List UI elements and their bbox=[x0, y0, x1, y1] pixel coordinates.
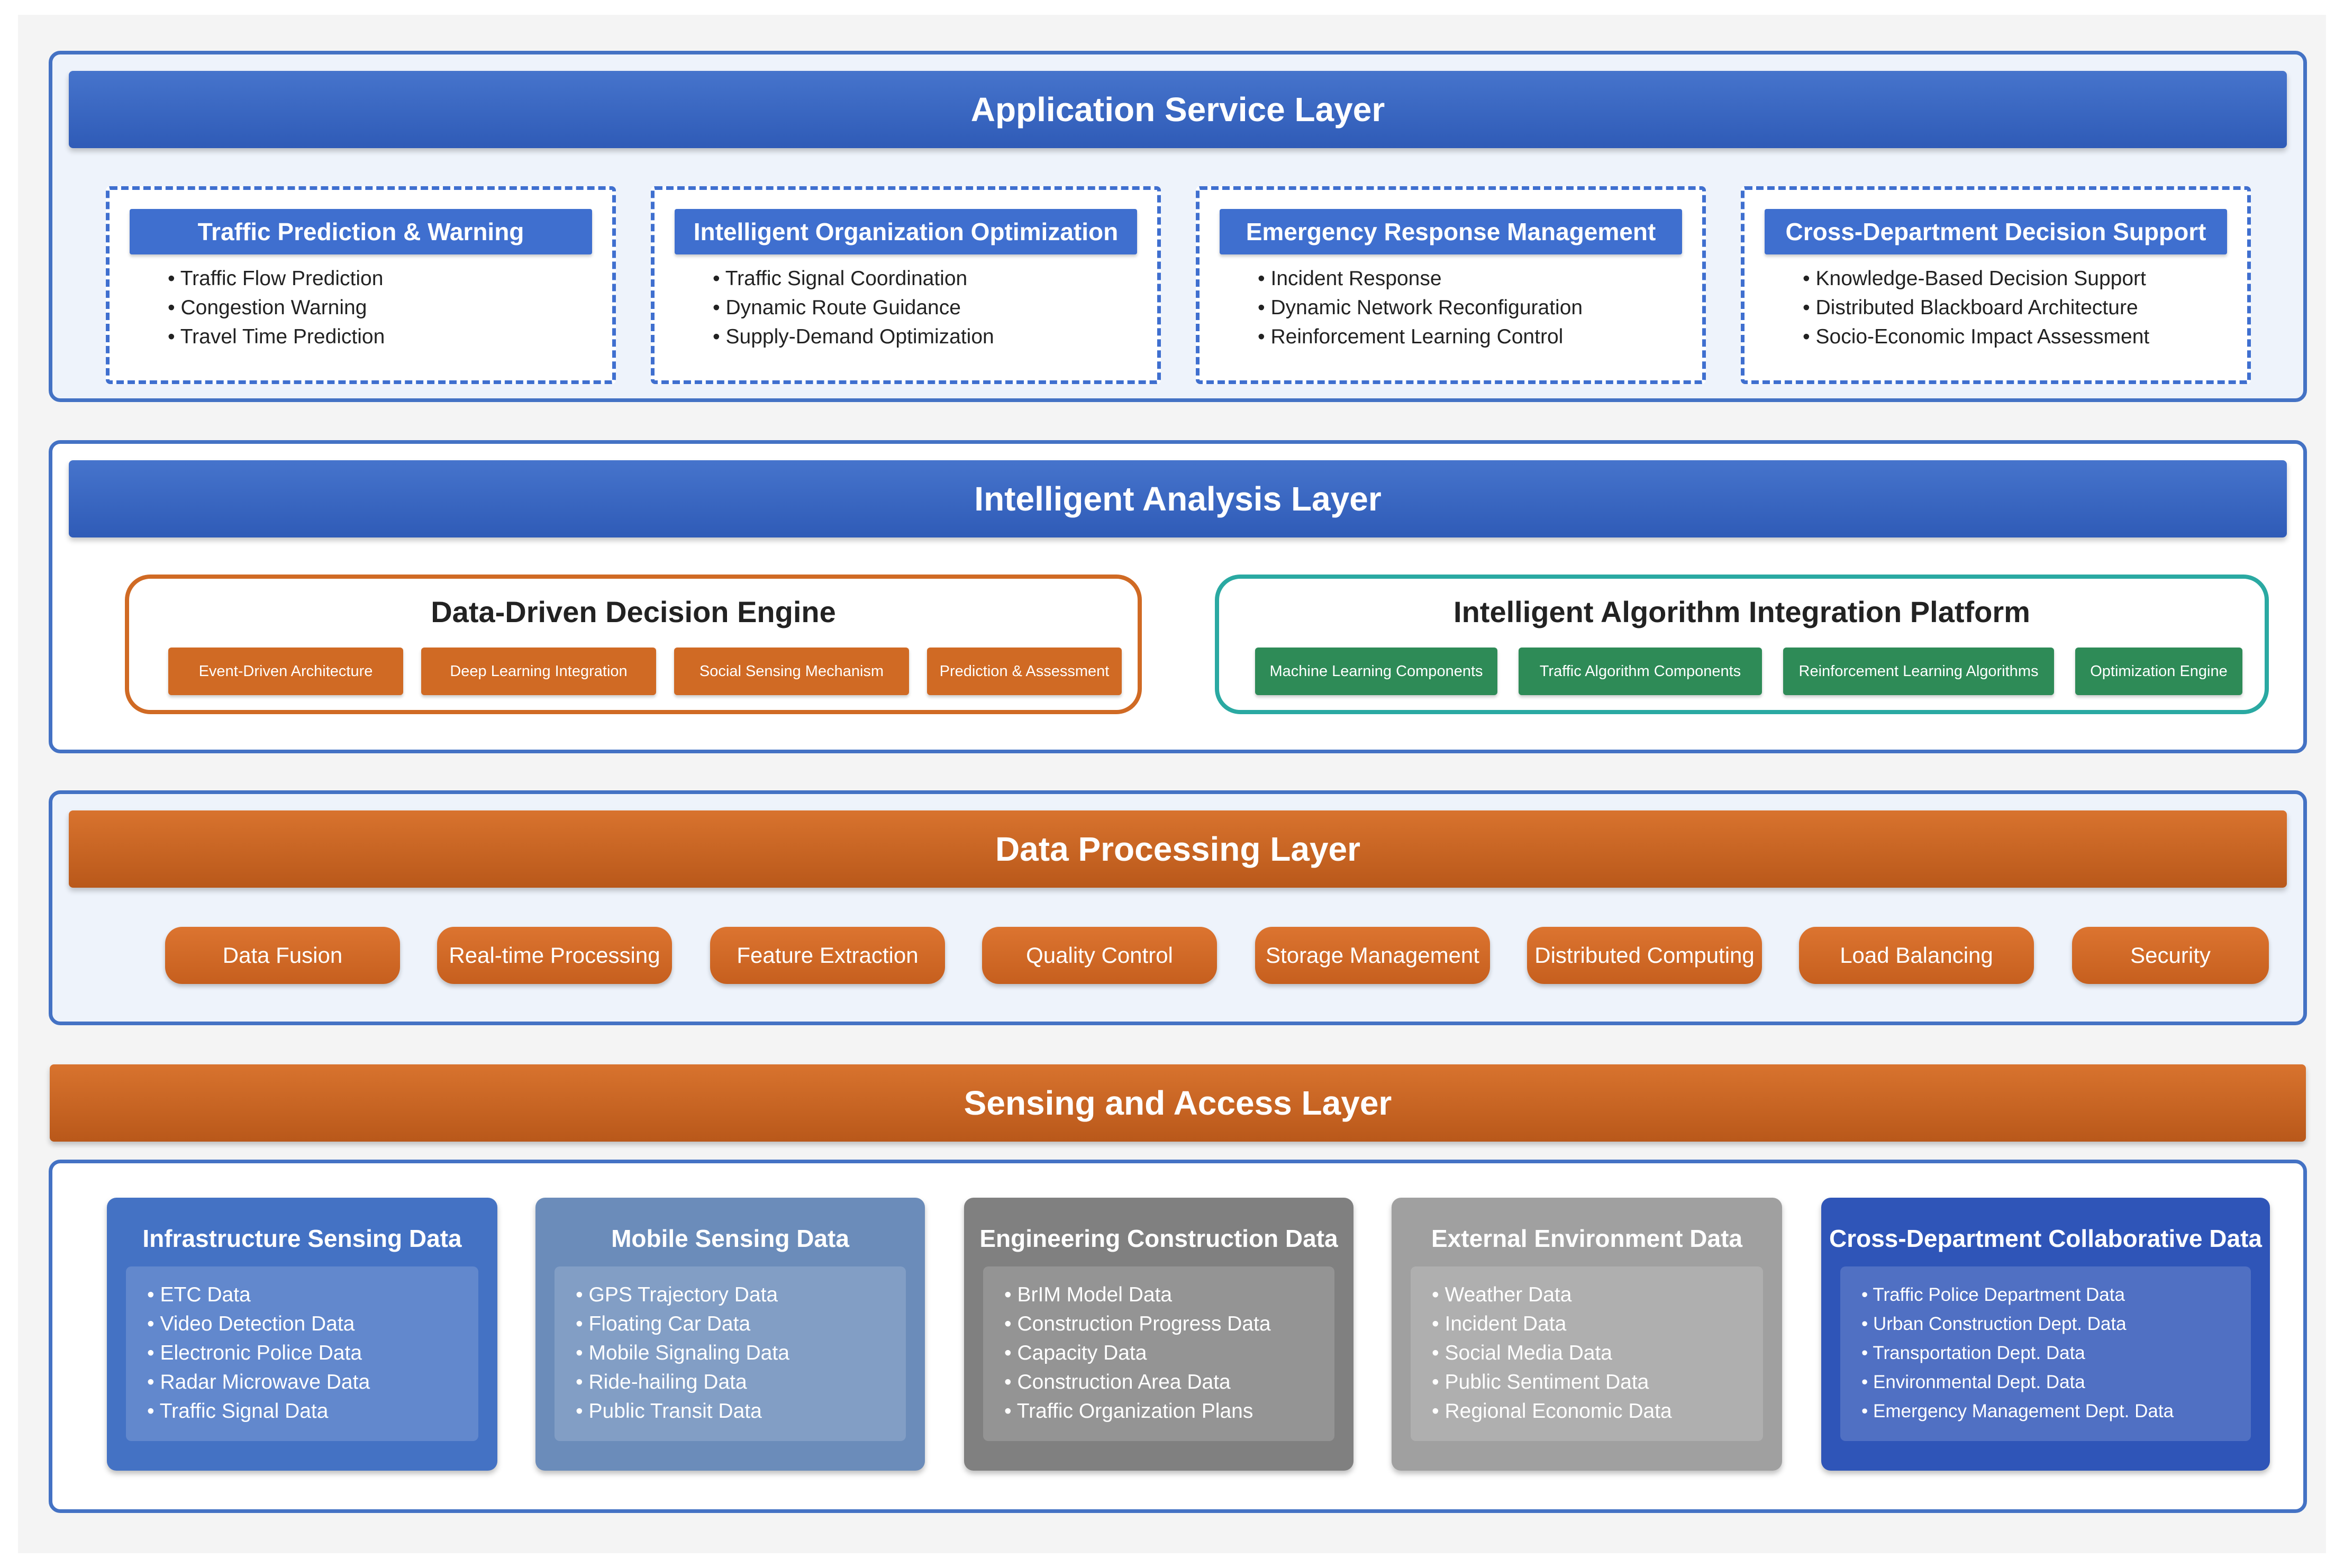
sensing-card-title: External Environment Data bbox=[1431, 1225, 1742, 1252]
list-item: Urban Construction Dept. Data bbox=[1861, 1309, 2174, 1338]
sensing-card-title: Cross-Department Collaborative Data bbox=[1829, 1225, 2262, 1252]
list-item: Travel Time Prediction bbox=[168, 322, 385, 351]
platform-component-chip: Optimization Engine bbox=[2075, 648, 2242, 695]
sensing-card-external-environment: External Environment Data Weather Data I… bbox=[1392, 1198, 1782, 1471]
service-card-list: Traffic Flow Prediction Congestion Warni… bbox=[168, 264, 385, 351]
service-card-title: Cross-Department Decision Support bbox=[1765, 209, 2227, 254]
engine-component-chip: Event-Driven Architecture bbox=[168, 648, 403, 695]
processing-step-quality-control: Quality Control bbox=[982, 927, 1217, 984]
service-card-title: Intelligent Organization Optimization bbox=[675, 209, 1137, 254]
list-item: Social Media Data bbox=[1432, 1338, 1672, 1368]
sensing-card-body: Weather Data Incident Data Social Media … bbox=[1411, 1266, 1763, 1441]
sensing-access-layer-banner: Sensing and Access Layer bbox=[50, 1064, 2306, 1142]
platform-component-chip: Traffic Algorithm Components bbox=[1519, 648, 1762, 695]
service-card-decision-support: Cross-Department Decision Support Knowle… bbox=[1741, 186, 2251, 384]
list-item: Capacity Data bbox=[1004, 1338, 1271, 1368]
processing-step-security: Security bbox=[2072, 927, 2269, 984]
platform-component-chip: Machine Learning Components bbox=[1255, 648, 1497, 695]
engine-component-chip: Social Sensing Mechanism bbox=[674, 648, 909, 695]
sensing-card-body: Traffic Police Department Data Urban Con… bbox=[1840, 1266, 2251, 1441]
data-driven-decision-engine: Data-Driven Decision Engine Event-Driven… bbox=[125, 575, 1142, 714]
list-item: Floating Car Data bbox=[576, 1309, 789, 1338]
service-card-title: Traffic Prediction & Warning bbox=[130, 209, 592, 254]
list-item: Emergency Management Dept. Data bbox=[1861, 1397, 2174, 1426]
service-card-traffic-prediction: Traffic Prediction & Warning Traffic Flo… bbox=[106, 186, 616, 384]
data-processing-layer-banner: Data Processing Layer bbox=[69, 810, 2287, 888]
list-item: Traffic Police Department Data bbox=[1861, 1280, 2174, 1309]
sensing-card-infrastructure: Infrastructure Sensing Data ETC Data Vid… bbox=[107, 1198, 497, 1471]
service-card-title: Emergency Response Management bbox=[1220, 209, 1682, 254]
application-service-layer-banner: Application Service Layer bbox=[69, 71, 2287, 148]
processing-step-realtime-processing: Real-time Processing bbox=[437, 927, 672, 984]
sensing-card-list: Traffic Police Department Data Urban Con… bbox=[1861, 1280, 2174, 1426]
sensing-card-title: Mobile Sensing Data bbox=[611, 1225, 849, 1252]
list-item: Traffic Flow Prediction bbox=[168, 264, 385, 293]
list-item: Knowledge-Based Decision Support bbox=[1803, 264, 2149, 293]
intelligent-analysis-layer-banner: Intelligent Analysis Layer bbox=[69, 460, 2287, 537]
sensing-card-title: Infrastructure Sensing Data bbox=[142, 1225, 462, 1252]
processing-step-storage-management: Storage Management bbox=[1255, 927, 1490, 984]
list-item: ETC Data bbox=[147, 1280, 370, 1309]
list-item: Public Transit Data bbox=[576, 1397, 789, 1426]
sensing-card-list: BrIM Model Data Construction Progress Da… bbox=[1004, 1280, 1271, 1426]
list-item: Transportation Dept. Data bbox=[1861, 1338, 2174, 1368]
list-item: GPS Trajectory Data bbox=[576, 1280, 789, 1309]
engine-title: Intelligent Algorithm Integration Platfo… bbox=[1453, 595, 2030, 628]
list-item: Mobile Signaling Data bbox=[576, 1338, 789, 1368]
list-item: Environmental Dept. Data bbox=[1861, 1368, 2174, 1397]
list-item: Traffic Signal Coordination bbox=[713, 264, 994, 293]
list-item: Distributed Blackboard Architecture bbox=[1803, 293, 2149, 322]
list-item: Reinforcement Learning Control bbox=[1258, 322, 1583, 351]
list-item: Socio-Economic Impact Assessment bbox=[1803, 322, 2150, 351]
list-item: Construction Progress Data bbox=[1004, 1309, 1271, 1338]
service-card-emergency-response: Emergency Response Management Incident R… bbox=[1196, 186, 1706, 384]
sensing-card-list: Weather Data Incident Data Social Media … bbox=[1432, 1280, 1672, 1426]
service-card-list: Knowledge-Based Decision Support Distrib… bbox=[1803, 264, 2150, 351]
list-item: Supply-Demand Optimization bbox=[713, 322, 994, 351]
sensing-card-list: GPS Trajectory Data Floating Car Data Mo… bbox=[576, 1280, 789, 1426]
processing-step-feature-extraction: Feature Extraction bbox=[710, 927, 945, 984]
algorithm-integration-platform: Intelligent Algorithm Integration Platfo… bbox=[1215, 575, 2269, 714]
list-item: Radar Microwave Data bbox=[147, 1368, 370, 1397]
list-item: Regional Economic Data bbox=[1432, 1397, 1672, 1426]
list-item: Dynamic Route Guidance bbox=[713, 293, 994, 322]
sensing-card-body: BrIM Model Data Construction Progress Da… bbox=[983, 1266, 1334, 1441]
processing-step-data-fusion: Data Fusion bbox=[165, 927, 400, 984]
list-item: Incident Data bbox=[1432, 1309, 1672, 1338]
sensing-card-body: GPS Trajectory Data Floating Car Data Mo… bbox=[555, 1266, 906, 1441]
sensing-card-body: ETC Data Video Detection Data Electronic… bbox=[126, 1266, 478, 1441]
list-item: Traffic Organization Plans bbox=[1004, 1397, 1271, 1426]
list-item: Traffic Signal Data bbox=[147, 1397, 370, 1426]
sensing-card-engineering: Engineering Construction Data BrIM Model… bbox=[964, 1198, 1353, 1471]
service-card-list: Traffic Signal Coordination Dynamic Rout… bbox=[713, 264, 994, 351]
sensing-card-list: ETC Data Video Detection Data Electronic… bbox=[147, 1280, 370, 1426]
engine-component-chip: Deep Learning Integration bbox=[421, 648, 656, 695]
processing-step-distributed-computing: Distributed Computing bbox=[1527, 927, 1762, 984]
sensing-card-mobile: Mobile Sensing Data GPS Trajectory Data … bbox=[535, 1198, 925, 1471]
list-item: Incident Response bbox=[1258, 264, 1583, 293]
service-card-list: Incident Response Dynamic Network Reconf… bbox=[1258, 264, 1583, 351]
engine-component-chip: Prediction & Assessment bbox=[927, 648, 1122, 695]
processing-step-load-balancing: Load Balancing bbox=[1799, 927, 2034, 984]
list-item: Video Detection Data bbox=[147, 1309, 370, 1338]
list-item: Ride-hailing Data bbox=[576, 1368, 789, 1397]
list-item: Weather Data bbox=[1432, 1280, 1672, 1309]
list-item: Public Sentiment Data bbox=[1432, 1368, 1672, 1397]
platform-component-chip: Reinforcement Learning Algorithms bbox=[1783, 648, 2054, 695]
list-item: Electronic Police Data bbox=[147, 1338, 370, 1368]
sensing-card-title: Engineering Construction Data bbox=[979, 1225, 1338, 1252]
list-item: BrIM Model Data bbox=[1004, 1280, 1271, 1309]
sensing-card-cross-department: Cross-Department Collaborative Data Traf… bbox=[1821, 1198, 2270, 1471]
service-card-organization-optimization: Intelligent Organization Optimization Tr… bbox=[651, 186, 1161, 384]
list-item: Construction Area Data bbox=[1004, 1368, 1271, 1397]
list-item: Congestion Warning bbox=[168, 293, 385, 322]
list-item: Dynamic Network Reconfiguration bbox=[1258, 293, 1583, 322]
engine-title: Data-Driven Decision Engine bbox=[431, 595, 836, 628]
